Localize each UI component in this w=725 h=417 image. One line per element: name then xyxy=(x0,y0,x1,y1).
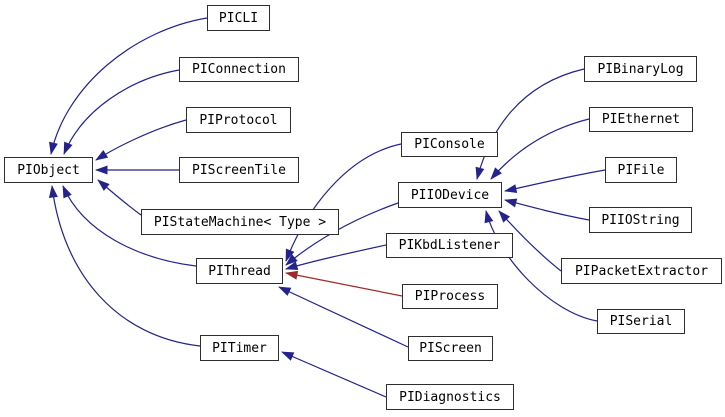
class-node-PIObject[interactable]: PIObject xyxy=(4,157,93,183)
class-node-PIConsole[interactable]: PIConsole xyxy=(401,132,498,157)
inheritance-edge-PICLI-to-PIObject xyxy=(49,17,208,155)
class-node-label: PIProtocol xyxy=(199,112,278,128)
class-node-PIKbdListener[interactable]: PIKbdListener xyxy=(386,233,513,258)
inheritance-edge-PIFile-to-PIIODevice xyxy=(504,169,606,193)
class-node-label: PIIOString xyxy=(601,212,680,228)
class-node-PIProcess[interactable]: PIProcess xyxy=(402,284,498,309)
inheritance-edge-PIBinaryLog-to-PIIODevice xyxy=(475,68,585,180)
class-node-label: PIDiagnostics xyxy=(399,389,501,405)
class-node-label: PIStateMachine< Type > xyxy=(153,214,327,230)
class-node-label: PISerial xyxy=(609,314,673,329)
class-node-PIFile[interactable]: PIFile xyxy=(605,157,677,183)
class-node-label: PIEthernet xyxy=(601,112,681,127)
class-node-PIThread[interactable]: PIThread xyxy=(196,258,283,284)
class-node-label: PIScreen xyxy=(419,341,482,356)
class-node-PIScreenTile[interactable]: PIScreenTile xyxy=(179,157,299,183)
inheritance-edge-PIIOString-to-PIIODevice xyxy=(504,198,590,221)
class-node-label: PICLI xyxy=(218,10,259,26)
class-node-label: PIConsole xyxy=(414,137,485,152)
inheritance-edge-PIConsole-to-PIThread xyxy=(285,143,402,262)
inheritance-edge-PIProtocol-to-PIObject xyxy=(95,119,187,161)
class-node-PIBinaryLog[interactable]: PIBinaryLog xyxy=(584,56,697,82)
class-node-PIConnection[interactable]: PIConnection xyxy=(179,57,299,82)
class-node-label: PIProcess xyxy=(414,289,486,304)
inheritance-edge-PISerial-to-PIIODevice xyxy=(484,210,598,322)
class-node-label: PIObject xyxy=(17,162,80,178)
class-node-PIPacketExtractor[interactable]: PIPacketExtractor xyxy=(561,258,722,284)
class-node-PISerial[interactable]: PISerial xyxy=(597,309,685,334)
inheritance-edge-PIProcess-to-PIThread xyxy=(285,270,403,297)
class-node-PITimer[interactable]: PITimer xyxy=(200,335,279,361)
class-node-label: PIIODevice xyxy=(410,187,490,203)
class-node-PIScreen[interactable]: PIScreen xyxy=(408,336,493,361)
class-node-PICLI[interactable]: PICLI xyxy=(207,5,270,31)
class-node-label: PITimer xyxy=(212,340,267,356)
inheritance-edge-PIPacketExtractor-to-PIIODevice xyxy=(498,210,562,272)
class-node-PIEthernet[interactable]: PIEthernet xyxy=(589,107,693,132)
class-node-PIIOString[interactable]: PIIOString xyxy=(589,207,692,233)
class-node-label: PIConnection xyxy=(192,62,286,77)
class-node-PIIODevice[interactable]: PIIODevice xyxy=(398,182,502,208)
inheritance-edge-PIDiagnostics-to-PITimer xyxy=(281,351,387,398)
class-node-PIProtocol[interactable]: PIProtocol xyxy=(186,107,291,133)
inheritance-edge-PITimer-to-PIObject xyxy=(48,185,201,347)
class-node-label: PIPacketExtractor xyxy=(574,263,709,279)
inheritance-edge-PIThread-to-PIObject xyxy=(62,185,197,267)
inheritance-edge-PIStateMachine-to-PIObject xyxy=(97,179,142,216)
class-node-label: PIScreenTile xyxy=(192,162,286,178)
inheritance-edge-PIKbdListener-to-PIThread xyxy=(285,244,387,271)
class-node-PIStateMachine[interactable]: PIStateMachine< Type > xyxy=(141,209,339,235)
inheritance-edge-PIScreen-to-PIThread xyxy=(278,286,409,348)
class-node-label: PIThread xyxy=(208,263,271,279)
class-node-label: PIBinaryLog xyxy=(597,61,684,77)
class-node-label: PIKbdListener xyxy=(398,238,501,253)
class-node-label: PIFile xyxy=(617,162,665,178)
inheritance-edge-PIConnection-to-PIObject xyxy=(63,69,180,155)
class-node-PIDiagnostics[interactable]: PIDiagnostics xyxy=(386,384,514,410)
inheritance-edge-PIEthernet-to-PIIODevice xyxy=(490,118,590,180)
